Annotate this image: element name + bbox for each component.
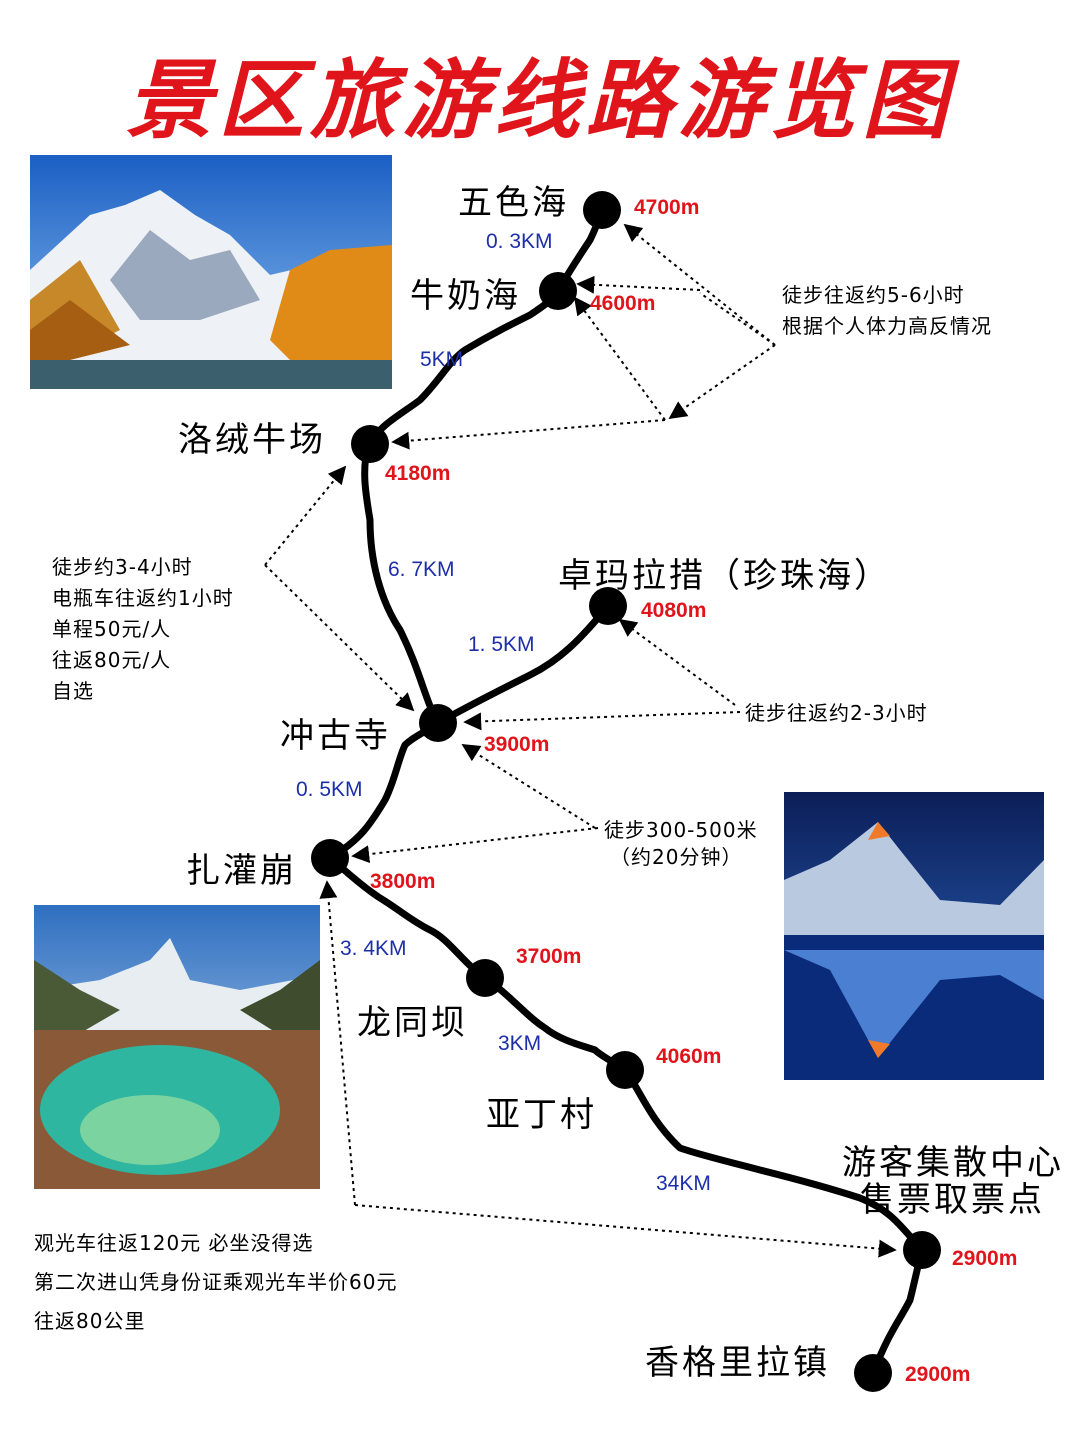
- note-line: 徒步300-500米: [604, 818, 758, 842]
- note-shuttle: 观光车往返120元 必坐没得选 第二次进山凭身份证乘观光车半价60元 往返80公…: [34, 1224, 397, 1341]
- note-line: 徒步约3-4小时: [52, 555, 193, 579]
- main-route-line: [326, 206, 926, 1377]
- place-zhaguan: 扎灌崩: [186, 851, 297, 891]
- marker-chonggu: [419, 704, 457, 742]
- place-center-line2: 售票取票点: [860, 1180, 1045, 1220]
- walking-arrows: [264, 223, 897, 1258]
- elevation-longtong: 3700m: [516, 945, 582, 968]
- distance-longtong-yading: 3KM: [498, 1032, 542, 1055]
- note-line: 往返80公里: [34, 1309, 146, 1333]
- note-line: 徒步往返约2-3小时: [745, 701, 928, 725]
- place-chonggu: 冲古寺: [280, 716, 391, 756]
- note-line: （约20分钟）: [610, 845, 743, 869]
- place-longtong: 龙同坝: [357, 1003, 468, 1043]
- place-wuse: 五色海: [458, 183, 569, 223]
- marker-yading: [606, 1051, 644, 1089]
- place-shangri: 香格里拉镇: [645, 1343, 830, 1383]
- note-line: 单程50元/人: [52, 617, 172, 641]
- place-center-line1: 游客集散中心: [842, 1143, 1064, 1183]
- elevation-chonggu: 3900m: [484, 733, 550, 756]
- elevation-yading: 4060m: [656, 1045, 722, 1068]
- marker-wuse: [583, 191, 621, 229]
- note-line: 第二次进山凭身份证乘观光车半价60元: [34, 1270, 398, 1294]
- photo-peak-reflection: [784, 792, 1044, 1080]
- marker-zhuoma: [589, 587, 627, 625]
- distance-zhuoma-chonggu: 1. 5KM: [468, 633, 535, 656]
- marker-zhaguan: [311, 839, 349, 877]
- elevation-shangri: 2900m: [905, 1363, 971, 1386]
- note-luorong-options: 徒步约3-4小时 电瓶车往返约1小时 单程50元/人 往返80元/人 自选: [52, 552, 234, 707]
- distance-zhaguan-longtong: 3. 4KM: [340, 937, 407, 960]
- note-zhuoma-hike: 徒步往返约2-3小时: [745, 698, 928, 729]
- marker-niunai: [539, 272, 577, 310]
- map-title: 景区旅游线路游览图: [126, 50, 954, 151]
- distance-wuse-niunai: 0. 3KM: [486, 230, 553, 253]
- elevation-wuse: 4700m: [634, 196, 700, 219]
- zhuoma-branch-line: [434, 602, 612, 727]
- place-niunai: 牛奶海: [410, 276, 521, 316]
- distance-yading-center: 34KM: [656, 1172, 711, 1195]
- marker-center: [903, 1231, 941, 1269]
- elevation-niunai: 4600m: [590, 292, 656, 315]
- note-line: 往返80元/人: [52, 648, 172, 672]
- note-upper-hike: 徒步往返约5-6小时 根据个人体力高反情况: [782, 280, 992, 342]
- distance-luorong-chonggu: 6. 7KM: [388, 558, 455, 581]
- photo-turquoise-pool: [34, 905, 320, 1189]
- note-zhaguan-hike: 徒步300-500米 （约20分钟）: [604, 815, 758, 873]
- marker-longtong: [466, 959, 504, 997]
- note-line: 自选: [52, 679, 94, 703]
- elevation-zhuoma: 4080m: [641, 599, 707, 622]
- note-line: 电瓶车往返约1小时: [52, 586, 234, 610]
- place-zhuoma: 卓玛拉措（珍珠海）: [558, 556, 891, 596]
- distance-chonggu-zhaguan: 0. 5KM: [296, 778, 363, 801]
- place-yading: 亚丁村: [486, 1095, 597, 1135]
- marker-luorong: [351, 425, 389, 463]
- place-luorong: 洛绒牛场: [178, 420, 326, 460]
- elevation-zhaguan: 3800m: [370, 870, 436, 893]
- elevation-luorong: 4180m: [385, 462, 451, 485]
- note-line: 根据个人体力高反情况: [782, 314, 992, 338]
- photo-snow-peak-autumn: [30, 155, 392, 389]
- note-line: 徒步往返约5-6小时: [782, 283, 965, 307]
- elevation-center: 2900m: [952, 1247, 1018, 1270]
- distance-niunai-luorong: 5KM: [420, 348, 464, 371]
- marker-shangri: [854, 1354, 892, 1392]
- note-line: 观光车往返120元 必坐没得选: [34, 1231, 314, 1255]
